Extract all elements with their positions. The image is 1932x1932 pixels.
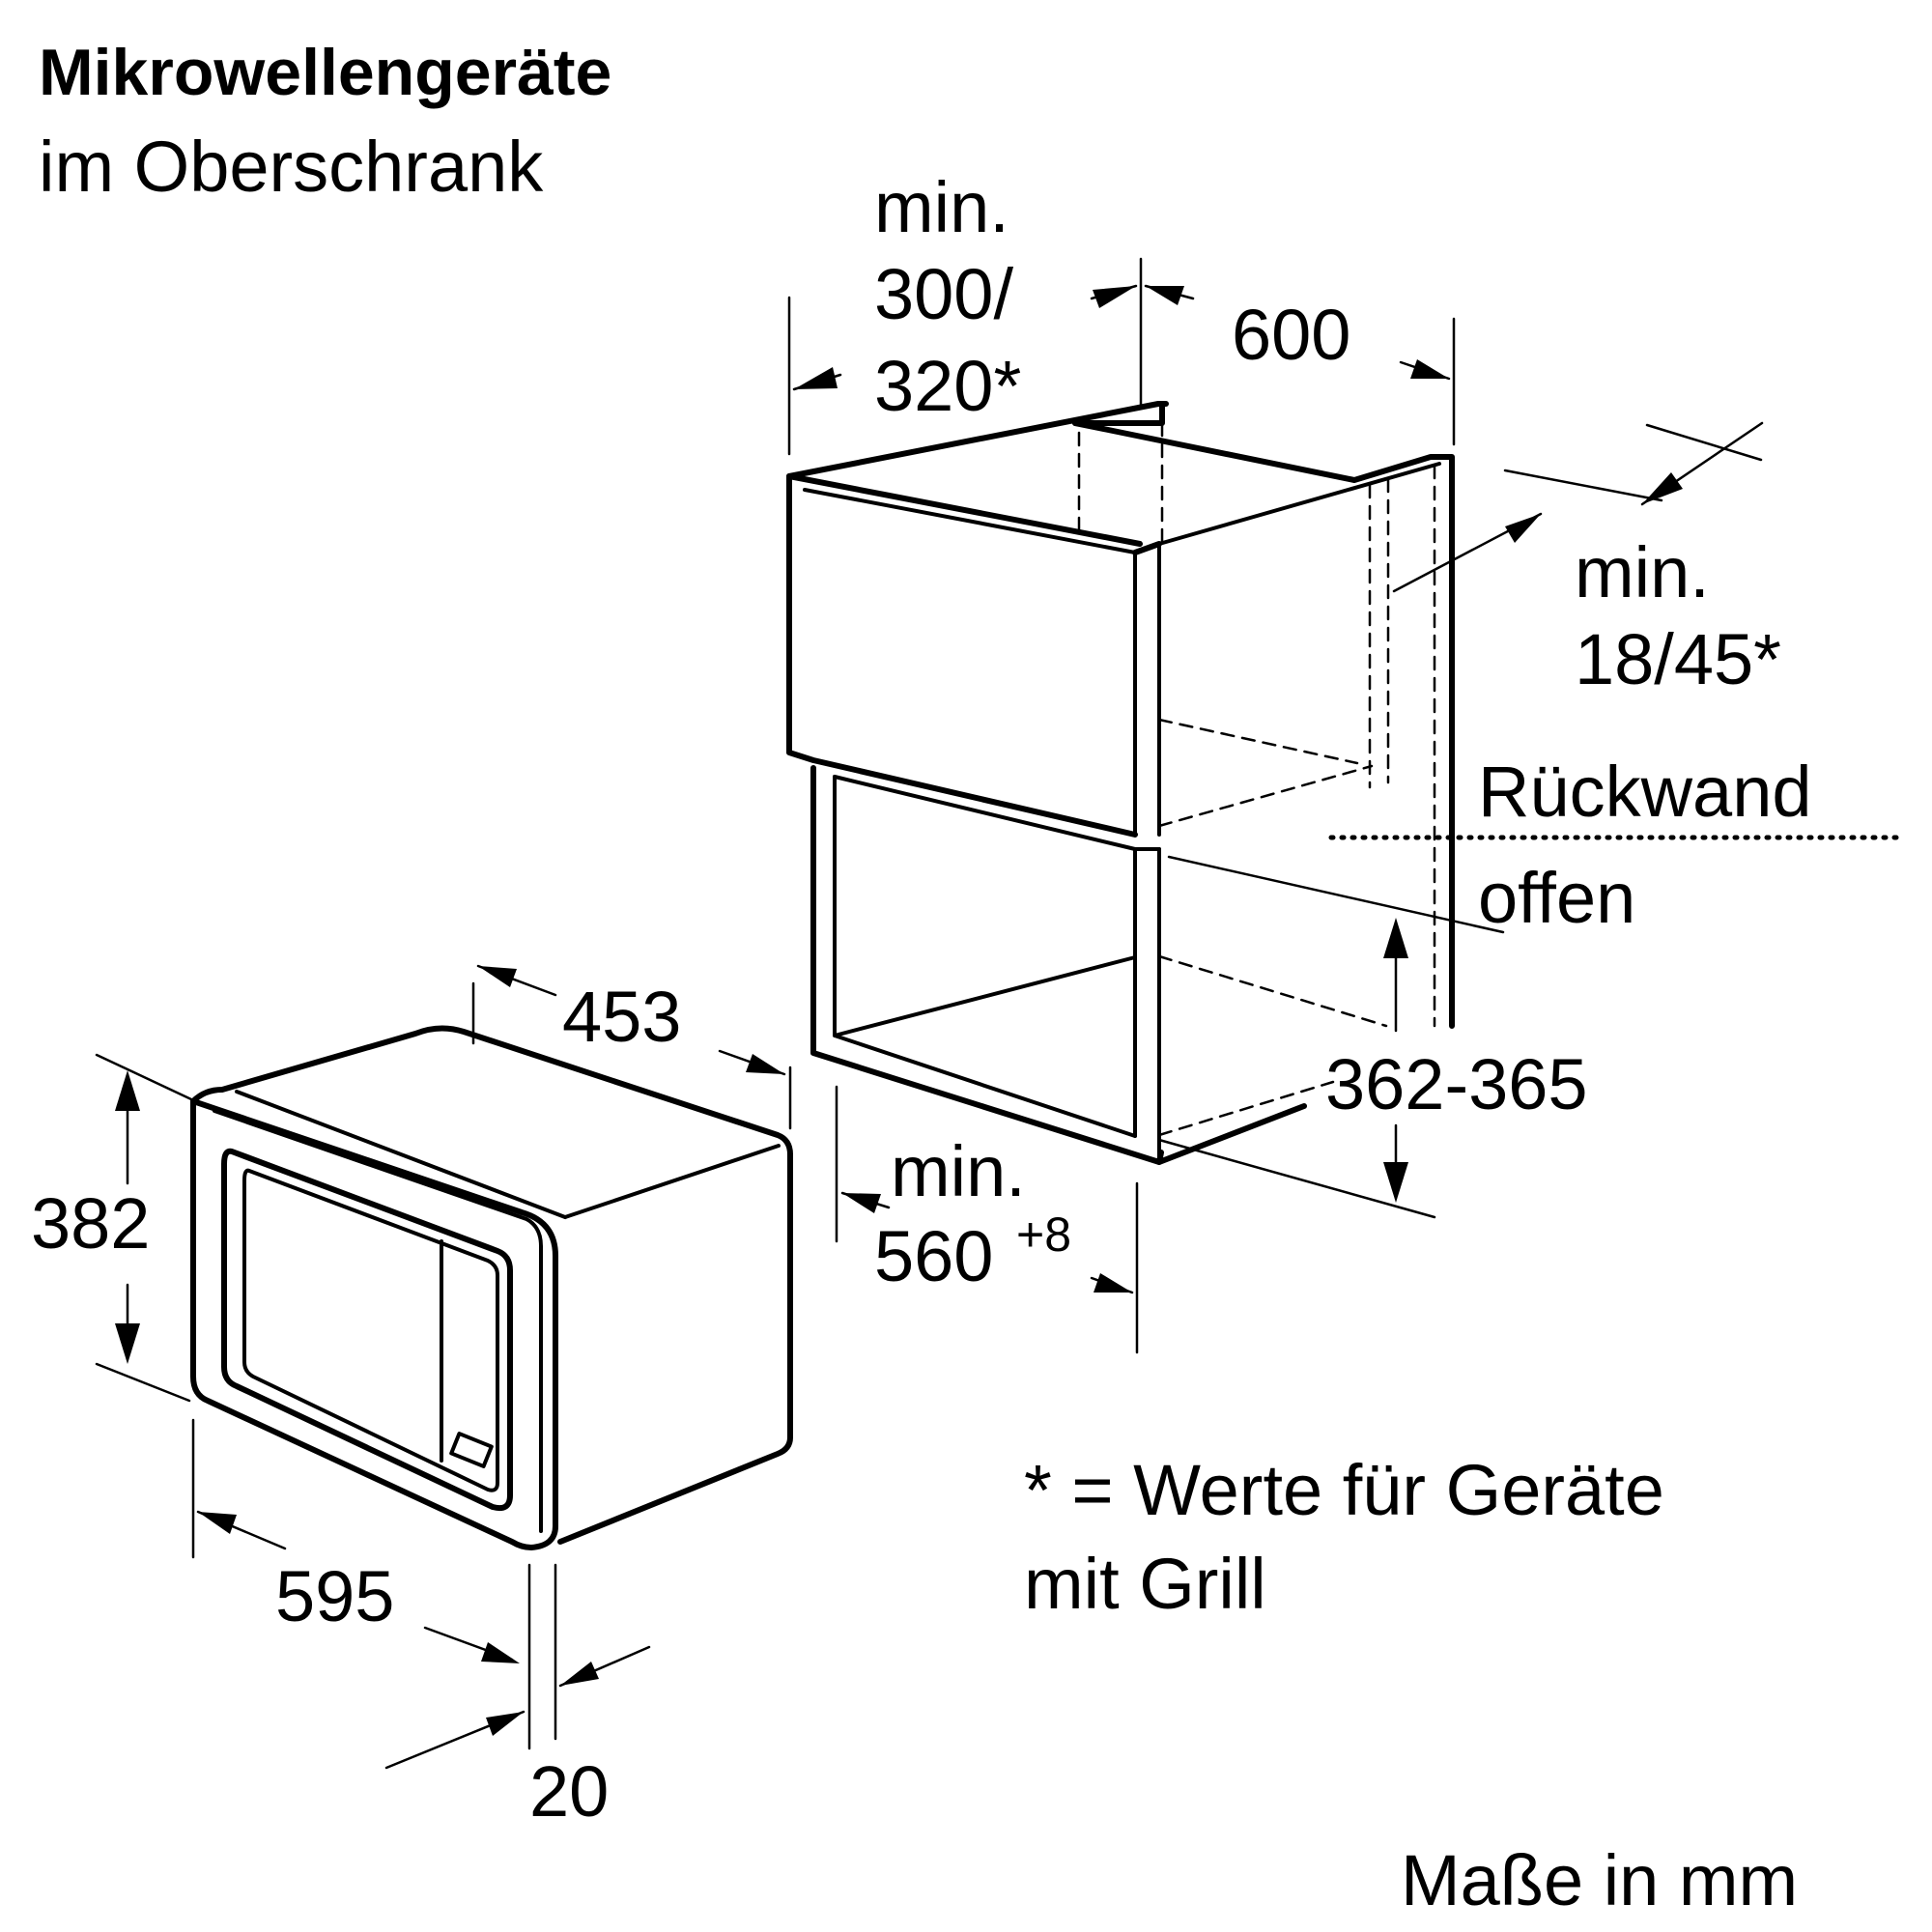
microwave-drawing (190, 1025, 793, 1550)
cabinet-depth-label: 600 (1232, 295, 1350, 375)
niche-width-tolerance: +8 (1016, 1208, 1071, 1262)
diagram-title: Mikrowellengeräte (39, 36, 611, 109)
diagram-subtitle: im Oberschrank (39, 127, 544, 207)
footnote-line2: mit Grill (1024, 1544, 1266, 1624)
rear-wall-label-line2: offen (1478, 858, 1635, 938)
dimension-lines (95, 257, 1764, 1770)
device-width-label: 595 (275, 1556, 394, 1636)
niche-height-label: 362-365 (1325, 1044, 1588, 1124)
footnote-line1: * = Werte für Geräte (1024, 1450, 1664, 1530)
frame-offset-label: 20 (529, 1751, 609, 1832)
rear-gap-label-line1: min. (1575, 532, 1710, 612)
device-depth-label: 453 (562, 977, 681, 1057)
rear-gap-label-line2: 18/45* (1575, 619, 1781, 699)
niche-width-label-line1: min. (891, 1131, 1026, 1211)
niche-depth-label-line1: min. (874, 167, 1009, 247)
niche-depth-label-line3: 320* (874, 346, 1021, 426)
niche-depth-label-line2: 300/ (874, 254, 1013, 334)
units-note: Maße in mm (1401, 1840, 1798, 1920)
niche-width-value: 560 (874, 1216, 993, 1296)
wall-cabinet-drawing (786, 401, 1906, 1165)
rear-wall-label-line1: Rückwand (1478, 752, 1812, 832)
device-height-label: 382 (31, 1183, 150, 1264)
